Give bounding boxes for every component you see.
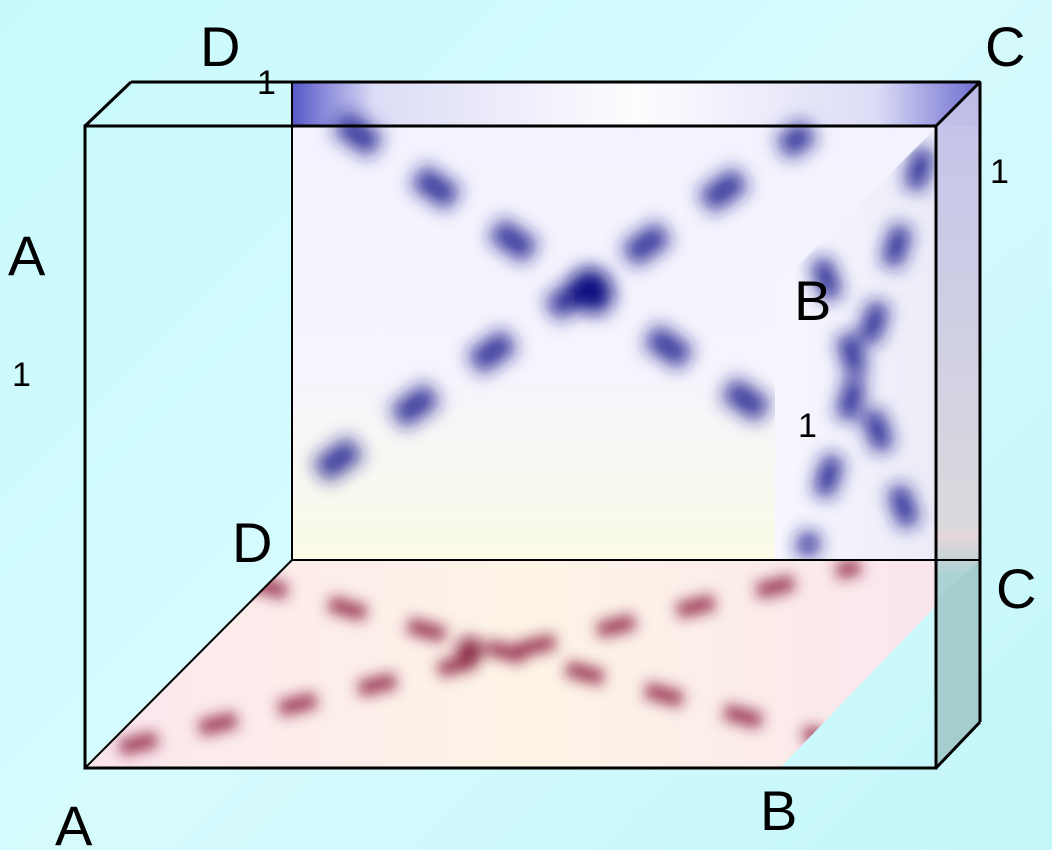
label-B1-letter: B xyxy=(794,269,831,332)
label-A1-letter: A xyxy=(8,224,46,287)
label-C-letter: C xyxy=(996,557,1036,620)
edge-A1-D1 xyxy=(83,80,133,128)
label-A-letter: A xyxy=(55,794,93,850)
label-C1-sub: 1 xyxy=(990,153,1009,191)
section-diagonal-2 xyxy=(810,256,930,559)
label-B1-sub: 1 xyxy=(798,407,817,445)
diagonal-section xyxy=(775,128,936,560)
label-D1-letter: D xyxy=(200,15,240,78)
edges xyxy=(83,80,982,770)
edge-A-D xyxy=(84,559,293,769)
label-B-letter: B xyxy=(760,779,797,842)
back-face-diagonal-1 xyxy=(312,119,818,483)
label-C1-letter: C xyxy=(985,15,1025,78)
vertex-labels: D 1 C 1 A 1 B 1 D C A B xyxy=(8,15,1036,850)
label-D-letter: D xyxy=(232,511,272,574)
edge-B-C xyxy=(934,720,982,770)
section-diagonal-1 xyxy=(795,147,935,558)
front-face-edges xyxy=(83,124,938,770)
bottom-face-diagonal-2 xyxy=(247,574,833,748)
label-A1-sub: 1 xyxy=(12,356,31,394)
edge-B1-C1 xyxy=(934,80,982,128)
bottom-face xyxy=(85,560,980,768)
label-D1-sub: 1 xyxy=(257,64,276,102)
right-face-lower xyxy=(936,560,980,768)
